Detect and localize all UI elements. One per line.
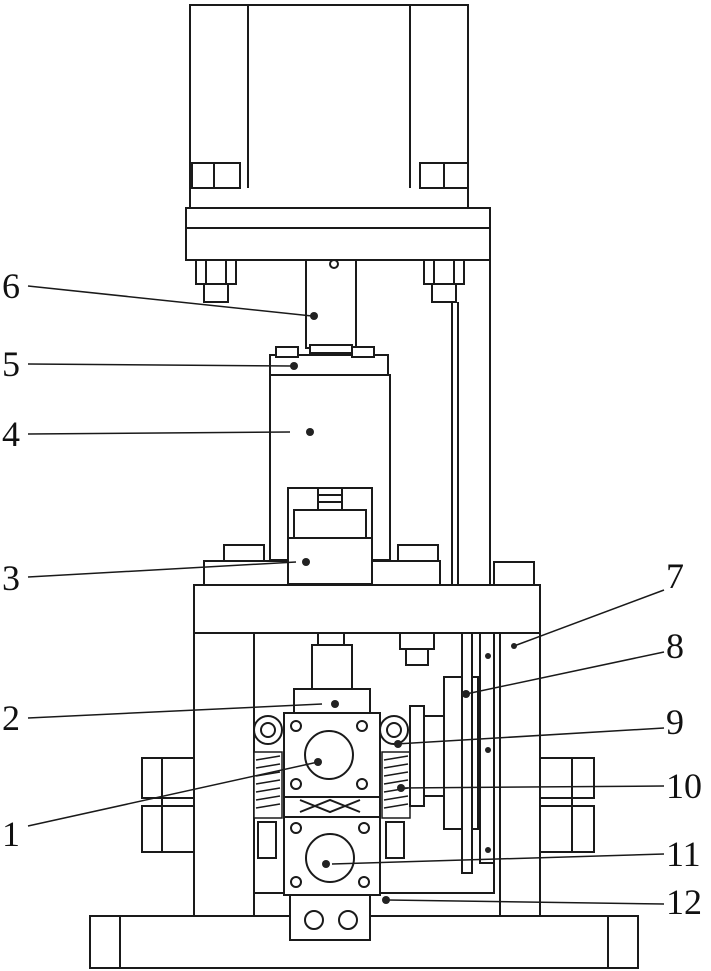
lower-base-block xyxy=(290,895,370,940)
callout-9: 9 xyxy=(666,702,684,742)
callout-6: 6 xyxy=(2,266,20,306)
callout-8: 8 xyxy=(666,626,684,666)
callout-5: 5 xyxy=(2,344,20,384)
callout-11: 11 xyxy=(666,834,701,874)
callout-10: 10 xyxy=(666,766,702,806)
motor-housing xyxy=(190,5,468,208)
middle-base-plate xyxy=(194,585,540,633)
callout-3: 3 xyxy=(2,558,20,598)
upper-housing xyxy=(270,375,390,584)
coupling-shaft xyxy=(306,260,356,353)
callout-2: 2 xyxy=(2,698,20,738)
callout-7: 7 xyxy=(666,556,684,596)
specimen-gap xyxy=(284,797,380,817)
callout-4: 4 xyxy=(2,414,20,454)
callout-12: 12 xyxy=(666,882,702,922)
motor-mounting-plate xyxy=(186,208,490,260)
callout-1: 1 xyxy=(2,814,20,854)
